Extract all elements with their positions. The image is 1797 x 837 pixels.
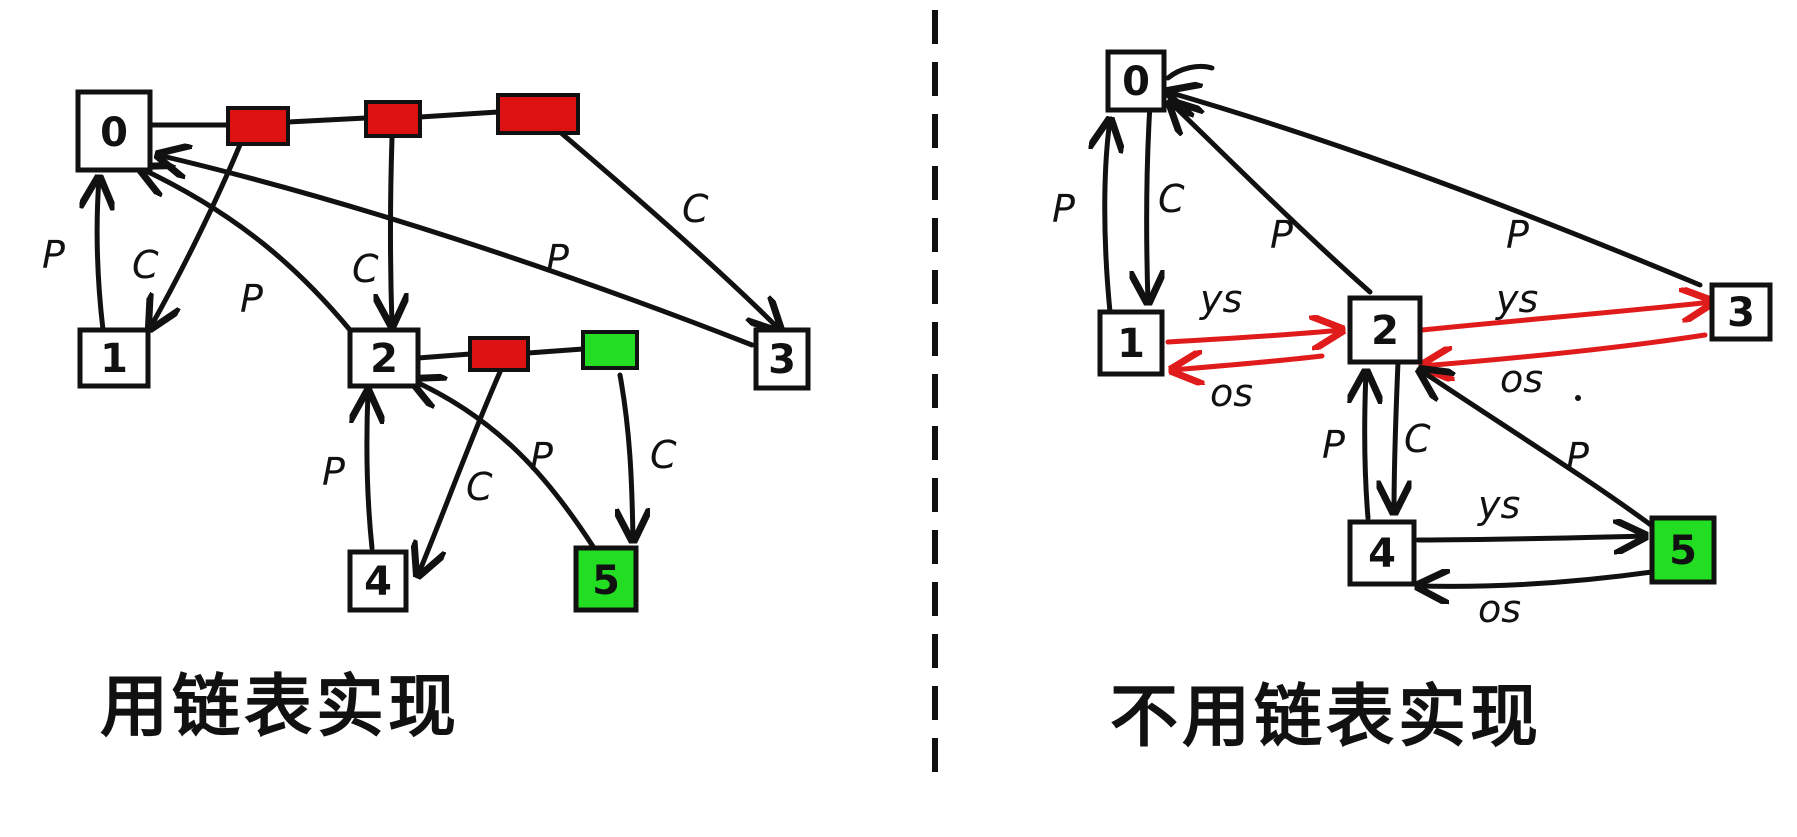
- label-c-0-3: C: [682, 187, 709, 231]
- left-list-blocks: [226, 93, 639, 372]
- link-2-to-red4: [415, 351, 473, 361]
- edge-r-os-2-1: [1172, 356, 1325, 370]
- label-p-3-0: P: [546, 237, 569, 281]
- edge-c-2-4: [418, 369, 503, 575]
- left-edges: [97, 129, 780, 575]
- edge-c-0-2: [391, 135, 393, 325]
- right-node-5: 5: [1649, 515, 1717, 585]
- right-node-3: 3: [1709, 282, 1773, 342]
- edge-c-0-1: [150, 137, 245, 328]
- child-list-block-2a: [468, 336, 530, 372]
- left-node-1: 1: [77, 327, 151, 389]
- right-node-1-label: 1: [1117, 321, 1145, 367]
- edge-r-ys-2-3: [1419, 302, 1712, 333]
- left-node-1-label: 1: [100, 336, 128, 382]
- label-r-os-5-4: os: [1478, 587, 1521, 631]
- edge-c-2-5: [620, 372, 633, 540]
- label-c-0-1: C: [132, 243, 159, 287]
- label-r-os-2-1: os: [1210, 371, 1253, 415]
- label-p-5-2: P: [530, 435, 553, 479]
- edge-r-curl-0: [1165, 63, 1215, 81]
- left-node-2: 2: [347, 327, 421, 389]
- right-node-5-label: 5: [1669, 528, 1697, 574]
- right-edge-labels: P C P P ys os ys os P C P ys os: [1052, 177, 1589, 631]
- left-node-0: 0: [75, 89, 153, 173]
- edge-c-0-3: [557, 129, 780, 330]
- label-c-0-2: C: [352, 247, 379, 291]
- edge-r-c-2-4: [1394, 359, 1398, 512]
- edge-p-4-2: [367, 392, 372, 551]
- label-r-ys-1-2: ys: [1199, 277, 1242, 321]
- label-r-p-3-0: P: [1506, 213, 1529, 257]
- edge-r-ys-1-2: [1165, 330, 1342, 342]
- label-p-4-2: P: [322, 450, 345, 494]
- right-caption: 不用链表实现: [1110, 678, 1542, 757]
- left-node-0-label: 0: [100, 110, 128, 156]
- edge-p-5-2: [412, 380, 597, 551]
- right-node-4: 4: [1347, 519, 1417, 587]
- edge-r-c-0-1: [1147, 102, 1150, 302]
- edge-r-p-2-0: [1170, 102, 1373, 295]
- label-r-p-2-0: P: [1270, 213, 1293, 257]
- edge-r-os-3-2: [1422, 332, 1708, 366]
- left-node-5: 5: [573, 545, 639, 613]
- edge-r-p-5-2: [1420, 370, 1658, 531]
- link-red4-to-green1: [525, 346, 586, 356]
- edge-r-p-1-0: [1105, 120, 1110, 315]
- link-red1-to-red2: [285, 115, 369, 125]
- child-list-block-0c: [496, 93, 580, 135]
- label-r-ys-4-5: ys: [1477, 483, 1520, 527]
- edge-p-3-0: [158, 155, 755, 348]
- right-edges: [1105, 63, 1712, 586]
- label-c-2-5: C: [650, 433, 677, 477]
- left-node-4-label: 4: [364, 559, 392, 605]
- link-red2-to-red3: [417, 109, 501, 120]
- right-nodes: 0 1 2 3 4 5: [1097, 49, 1773, 587]
- label-r-p-5-2: P: [1566, 435, 1589, 479]
- right-node-2-label: 2: [1371, 308, 1399, 354]
- right-node-4-label: 4: [1368, 531, 1396, 577]
- right-node-3-label: 3: [1727, 290, 1755, 336]
- child-list-block-2b: [581, 330, 639, 370]
- right-node-2: 2: [1347, 295, 1423, 365]
- child-list-block-0a: [226, 106, 290, 146]
- left-panel: 0 1 2 3 4 5: [42, 89, 811, 747]
- left-list-links: [147, 109, 586, 361]
- edge-p-1-0: [97, 178, 103, 333]
- stray-dot: [1575, 395, 1581, 401]
- label-r-ys-2-3: ys: [1495, 277, 1538, 321]
- label-r-c-0-1: C: [1158, 177, 1185, 221]
- left-node-3-label: 3: [768, 337, 796, 383]
- edge-r-p-4-2: [1365, 372, 1368, 521]
- child-list-block-0b: [364, 100, 422, 138]
- edge-r-os-5-4: [1418, 572, 1655, 586]
- label-r-os-3-2: os: [1500, 357, 1543, 401]
- edge-r-p-3-0: [1168, 92, 1703, 288]
- left-node-3: 3: [753, 327, 811, 391]
- right-panel: 0 1 2 3 4 5 P C: [1052, 49, 1773, 757]
- right-node-0: 0: [1105, 49, 1167, 113]
- left-nodes: 0 1 2 3 4 5: [75, 89, 811, 613]
- left-node-2-label: 2: [370, 336, 398, 382]
- right-node-0-label: 0: [1122, 59, 1150, 105]
- label-r-c-2-4: C: [1404, 417, 1431, 461]
- label-p-2-0: P: [240, 277, 263, 321]
- left-node-4: 4: [347, 549, 409, 613]
- label-c-2-4: C: [466, 465, 493, 509]
- left-caption: 用链表实现: [100, 668, 460, 747]
- right-node-1: 1: [1097, 309, 1165, 377]
- edge-r-ys-4-5: [1415, 536, 1645, 540]
- label-r-p-1-0: P: [1052, 187, 1075, 231]
- label-r-p-4-2: P: [1322, 423, 1345, 467]
- edge-p-2-0: [140, 168, 353, 333]
- label-p-1-0: P: [42, 233, 65, 277]
- left-edge-labels: P C P C P C P C P C: [42, 187, 709, 509]
- left-node-5-label: 5: [592, 558, 620, 604]
